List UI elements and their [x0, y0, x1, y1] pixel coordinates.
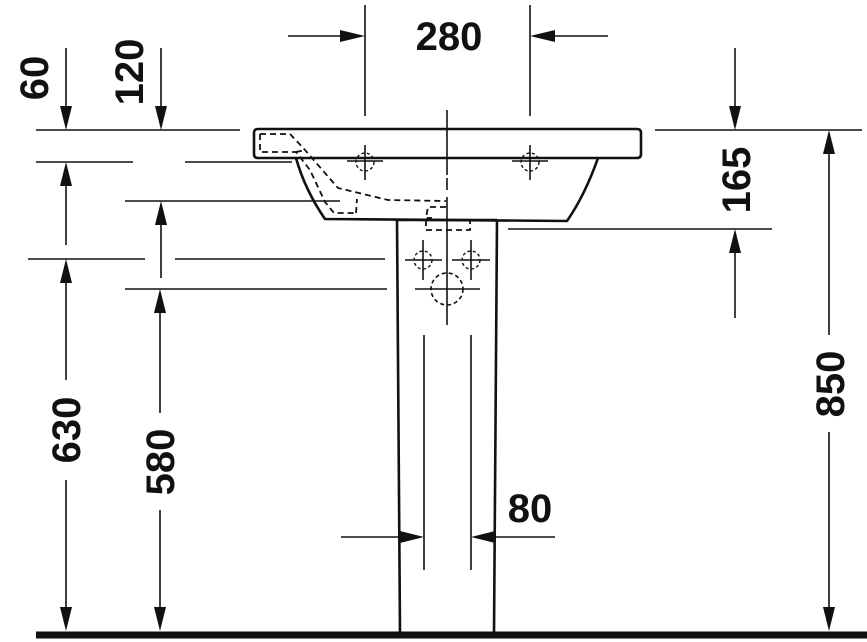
dim-165: [508, 48, 862, 318]
supply-markers: [405, 240, 490, 306]
dim-850: [823, 130, 835, 631]
dim-280-label: 280: [416, 15, 483, 59]
basin-outline: [252, 110, 643, 325]
dim-60: [60, 48, 72, 245]
dim-580-label: 580: [139, 429, 183, 496]
tap-hole-left: [347, 145, 383, 180]
dim-120: [155, 48, 167, 278]
pedestal: [395, 218, 499, 634]
dim-580: [154, 289, 166, 631]
dim-280: [288, 5, 608, 116]
dim-850-label: 850: [809, 351, 853, 418]
dim-165-label: 165: [715, 147, 759, 214]
dim-630: [60, 259, 72, 631]
dim-630-label: 630: [45, 397, 89, 464]
tap-hole-right: [512, 145, 548, 180]
dim-120-label: 120: [108, 39, 152, 106]
overflow-channel: [259, 133, 471, 231]
dim-80: [341, 531, 555, 543]
dim-60-label: 60: [13, 56, 57, 101]
extension-lines-left: [28, 129, 387, 290]
dim-80-label: 80: [508, 487, 553, 531]
